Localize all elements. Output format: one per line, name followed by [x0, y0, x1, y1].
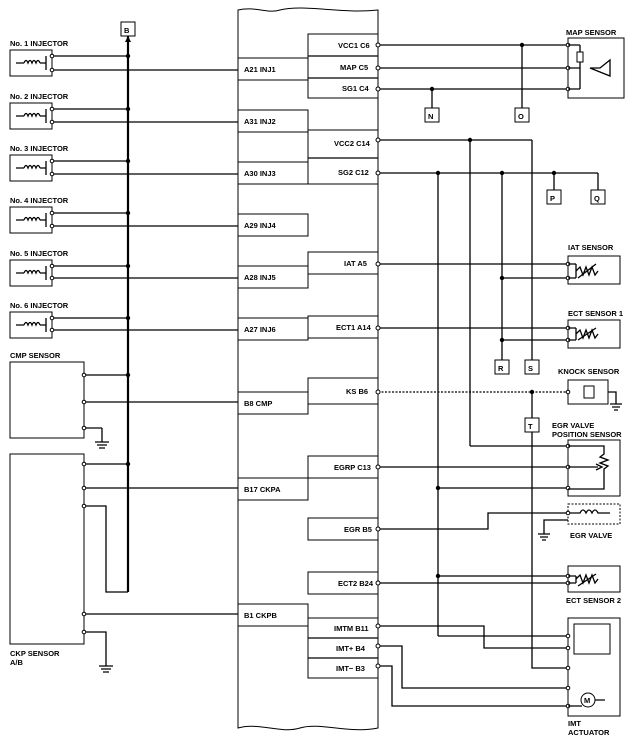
svg-text:IMT: IMT — [568, 719, 581, 728]
pin-b17: B17 CKPA — [244, 485, 281, 494]
iat-sensor: IAT SENSOR — [565, 243, 621, 285]
svg-text:CKP SENSOR: CKP SENSOR — [10, 649, 60, 658]
svg-text:No. 2 INJECTOR: No. 2 INJECTOR — [10, 92, 69, 101]
injector-1: No. 1 INJECTOR — [9, 39, 238, 77]
power-bus-b: B — [120, 21, 136, 592]
pin-a30: A30 INJ3 — [244, 169, 276, 178]
svg-text:No. 6 INJECTOR: No. 6 INJECTOR — [10, 301, 69, 310]
ckp-sensor: CKP SENSOR A/B — [9, 453, 238, 673]
knock-sensor: KNOCK SENSOR — [558, 367, 622, 411]
pin-b11: IMTM B11 — [334, 624, 369, 633]
svg-text:POSITION SENSOR: POSITION SENSOR — [552, 430, 622, 439]
svg-text:No. 4 INJECTOR: No. 4 INJECTOR — [10, 196, 69, 205]
ecm-right-pins: VCC1 C6 MAP C5 SG1 C4 VCC2 C14 SG2 C12 I… — [307, 33, 379, 679]
pin-a21: A21 INJ1 — [244, 65, 276, 74]
injector-5: No. 5 INJECTOR — [9, 249, 238, 287]
pin-a5: IAT A5 — [344, 259, 367, 268]
injector-2: No. 2 INJECTOR — [9, 92, 238, 130]
svg-text:No. 3 INJECTOR: No. 3 INJECTOR — [10, 144, 69, 153]
svg-text:A/B: A/B — [10, 658, 24, 667]
svg-text:EGR VALVE: EGR VALVE — [570, 531, 612, 540]
svg-text:KNOCK SENSOR: KNOCK SENSOR — [558, 367, 620, 376]
egr-position-sensor: EGR VALVE POSITION SENSOR — [552, 421, 622, 497]
connector-p: P — [550, 194, 555, 203]
svg-text:IAT SENSOR: IAT SENSOR — [568, 243, 614, 252]
svg-text:ECT SENSOR 2: ECT SENSOR 2 — [566, 596, 621, 605]
svg-text:No. 1 INJECTOR: No. 1 INJECTOR — [10, 39, 69, 48]
pin-b4: IMT+ B4 — [336, 644, 366, 653]
pin-a31: A31 INJ2 — [244, 117, 276, 126]
pin-b5: EGR B5 — [344, 525, 372, 534]
pin-a29: A29 INJ4 — [244, 221, 277, 230]
pin-a28: A28 INJ5 — [244, 273, 276, 282]
injector-4: No. 4 INJECTOR — [9, 196, 238, 234]
pin-b3: IMT− B3 — [336, 664, 365, 673]
pin-c4: SG1 C4 — [342, 84, 370, 93]
injector-3: No. 3 INJECTOR — [9, 144, 238, 182]
pin-a27: A27 INJ6 — [244, 325, 276, 334]
connector-q: Q — [594, 194, 600, 203]
map-sensor: MAP SENSOR — [565, 28, 625, 99]
pin-b6: KS B6 — [346, 387, 368, 396]
pin-c14: VCC2 C14 — [334, 139, 371, 148]
cmp-sensor: CMP SENSOR — [9, 351, 238, 449]
connector-b: B — [124, 26, 130, 35]
pin-c13: EGRP C13 — [334, 463, 371, 472]
injectors: No. 1 INJECTOR No. 2 INJECTOR No. 3 INJE… — [9, 39, 238, 339]
imt-actuator: M IMT ACTUATOR — [565, 617, 621, 737]
pin-b8: B8 CMP — [244, 399, 272, 408]
pin-c12: SG2 C12 — [338, 168, 369, 177]
right-wiring — [375, 42, 599, 707]
connector-o: O — [518, 112, 524, 121]
svg-text:EGR VALVE: EGR VALVE — [552, 421, 594, 430]
pin-a14: ECT1 A14 — [336, 323, 372, 332]
svg-text:No. 5 INJECTOR: No. 5 INJECTOR — [10, 249, 69, 258]
pin-c6: VCC1 C6 — [338, 41, 370, 50]
svg-text:CMP SENSOR: CMP SENSOR — [10, 351, 61, 360]
egr-valve: EGR VALVE — [538, 503, 621, 541]
connector-r: R — [498, 364, 504, 373]
ect-sensor-1: ECT SENSOR 1 — [565, 309, 623, 349]
connector-tags: N O P Q R S T — [424, 107, 606, 433]
svg-text:M: M — [584, 696, 590, 705]
connector-n: N — [428, 112, 433, 121]
svg-text:MAP SENSOR: MAP SENSOR — [566, 28, 617, 37]
svg-text:ECT SENSOR 1: ECT SENSOR 1 — [568, 309, 623, 318]
connector-t: T — [528, 422, 533, 431]
connector-s: S — [528, 364, 533, 373]
svg-text:ACTUATOR: ACTUATOR — [568, 728, 610, 737]
pin-c5: MAP C5 — [340, 63, 368, 72]
ect-sensor-2: ECT SENSOR 2 — [565, 565, 621, 605]
pin-b1: B1 CKPB — [244, 611, 278, 620]
ecm-body — [237, 7, 379, 731]
injector-6: No. 6 INJECTOR — [9, 301, 238, 339]
pin-b24: ECT2 B24 — [338, 579, 374, 588]
